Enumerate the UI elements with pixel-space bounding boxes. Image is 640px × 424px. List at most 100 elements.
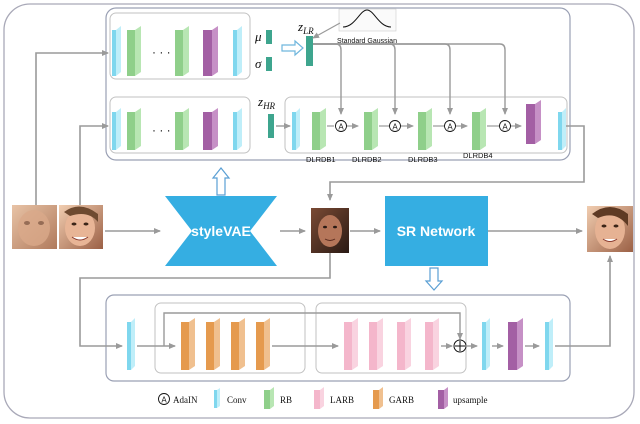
garb-block bbox=[206, 322, 214, 370]
encoder-hr-group bbox=[109, 96, 251, 154]
conv-block-face bbox=[233, 30, 237, 76]
encoder-output-connector bbox=[327, 125, 585, 201]
legend-conv-icon bbox=[214, 390, 217, 408]
larb-group bbox=[315, 302, 467, 374]
skip-connection bbox=[163, 312, 463, 346]
conv-block bbox=[545, 322, 549, 370]
conv-block bbox=[292, 112, 296, 150]
conv-block bbox=[558, 112, 562, 150]
svg-text:A: A bbox=[447, 123, 453, 132]
svg-text:A: A bbox=[502, 123, 508, 132]
rb-block bbox=[183, 26, 189, 76]
z-hr-block bbox=[268, 114, 274, 138]
legend-rb-icon bbox=[264, 390, 270, 409]
gaussian-box bbox=[338, 8, 397, 32]
ellipsis: · · · bbox=[152, 45, 171, 59]
legend-garb-label: GARB bbox=[389, 395, 414, 405]
sr-network-label: SR Network bbox=[397, 223, 476, 239]
mu-label: μ bbox=[254, 29, 262, 44]
legend-upsample-icon bbox=[438, 390, 444, 409]
garb-block bbox=[231, 322, 239, 370]
rb-block-face bbox=[127, 30, 135, 76]
rb-block bbox=[127, 112, 135, 150]
upsample-block bbox=[203, 112, 212, 150]
dlrdb-chain: A A A A bbox=[292, 100, 566, 150]
rb-block bbox=[472, 112, 480, 150]
larb-block bbox=[369, 322, 377, 370]
ellipsis: · · · bbox=[152, 123, 171, 137]
sr-network-block bbox=[385, 196, 488, 266]
legend: A AdaIN Conv RB LARB GARB upsample bbox=[158, 387, 488, 409]
upsample-block-face bbox=[203, 30, 212, 76]
rb-block bbox=[312, 112, 320, 150]
upsample-block bbox=[212, 26, 218, 76]
sr-input-connector bbox=[79, 253, 331, 349]
garb-block bbox=[181, 322, 189, 370]
hr-encoder-blocks: · · · bbox=[112, 108, 242, 150]
hollow-up-arrow-icon bbox=[211, 167, 231, 196]
legend-rb-label: RB bbox=[280, 395, 292, 405]
input-connectors bbox=[35, 50, 109, 205]
encoder-lr-group bbox=[109, 12, 251, 80]
conv-block bbox=[116, 26, 121, 76]
z-lr-label: zLR bbox=[297, 19, 314, 36]
sigma-label: σ bbox=[255, 56, 262, 71]
mu-block bbox=[266, 30, 272, 44]
gaussian-curve bbox=[342, 9, 392, 28]
outer-frame bbox=[3, 3, 635, 419]
upsample-block bbox=[508, 322, 517, 370]
larb-block bbox=[425, 322, 433, 370]
legend-larb-icon bbox=[314, 390, 320, 409]
encoder-panel bbox=[105, 7, 571, 161]
rb-block bbox=[175, 112, 183, 150]
larb-block bbox=[344, 322, 352, 370]
svg-text:A: A bbox=[338, 123, 344, 132]
dlrdb-label: DLRDB1 bbox=[306, 155, 336, 164]
garb-group bbox=[154, 302, 306, 374]
z-hr-label: zHR bbox=[257, 94, 276, 111]
rb-block bbox=[364, 112, 372, 150]
upsample-block bbox=[526, 104, 535, 144]
svg-text:A: A bbox=[392, 123, 398, 132]
conv-block bbox=[482, 322, 486, 370]
legend-upsample-label: upsample bbox=[453, 395, 488, 405]
rb-block-face bbox=[175, 30, 183, 76]
dlrdb-label: DLRDB3 bbox=[408, 155, 438, 164]
rb-block bbox=[135, 26, 141, 76]
dlrdb-label: DLRDB4 bbox=[463, 151, 493, 160]
sigma-block bbox=[266, 57, 272, 71]
svg-text:A: A bbox=[161, 396, 167, 405]
adain-node bbox=[444, 120, 456, 132]
style-injection-lines bbox=[313, 43, 508, 115]
conv-block bbox=[237, 26, 242, 76]
larb-block bbox=[397, 322, 405, 370]
rb-block bbox=[418, 112, 426, 150]
sr-output-connector bbox=[555, 255, 613, 347]
lr-encoder-blocks: · · · bbox=[112, 26, 242, 76]
degraded-lr-face bbox=[311, 208, 349, 253]
legend-conv-label: Conv bbox=[227, 395, 247, 405]
input-faces bbox=[12, 205, 103, 249]
conv-block bbox=[127, 322, 131, 370]
sampling-arrow-icon bbox=[281, 39, 304, 57]
conv-block bbox=[112, 112, 116, 150]
legend-garb-icon bbox=[373, 390, 379, 409]
adain-node bbox=[389, 120, 401, 132]
stylevae-label: styleVAE bbox=[191, 223, 251, 239]
gaussian-label: Standard Gaussian bbox=[337, 38, 397, 45]
hollow-down-arrow-icon bbox=[424, 267, 444, 291]
adain-node bbox=[335, 120, 347, 132]
z-lr-block bbox=[306, 36, 313, 66]
stylevae-block bbox=[165, 196, 277, 266]
sr-output-face bbox=[587, 206, 633, 252]
legend-adain-icon bbox=[158, 393, 170, 405]
adain-node bbox=[499, 120, 511, 132]
legend-adain-label: AdaIN bbox=[173, 395, 198, 405]
dlrdb-label: DLRDB2 bbox=[352, 155, 382, 164]
garb-block bbox=[256, 322, 264, 370]
legend-larb-label: LARB bbox=[330, 395, 354, 405]
sr-panel bbox=[105, 294, 571, 382]
conv-block-face bbox=[112, 30, 116, 76]
sr-network-blocks bbox=[127, 312, 553, 370]
